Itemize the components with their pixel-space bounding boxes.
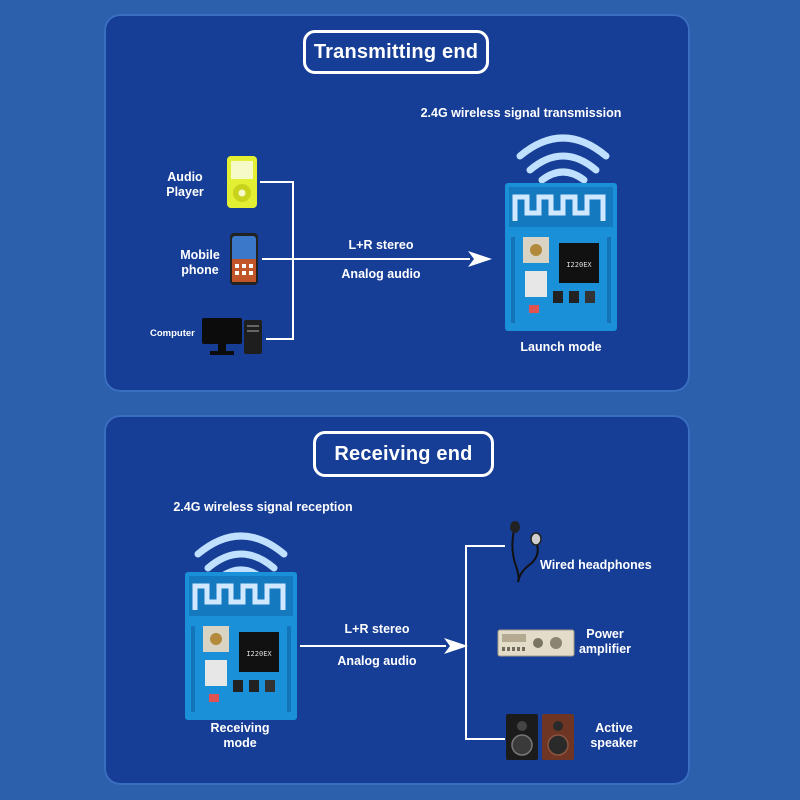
- arrow-label-stereo: L+R stereo: [344, 622, 410, 636]
- connector-line: [465, 545, 467, 739]
- wifi-signal-icon: [516, 134, 610, 184]
- wifi-signal-icon: [194, 532, 288, 582]
- chip-text: I220EX: [566, 261, 592, 269]
- transmitting-title: Transmitting end: [303, 30, 489, 74]
- amplifier-icon: [497, 629, 575, 657]
- arrowhead-icon: [444, 638, 468, 654]
- audio-player-icon: [227, 156, 257, 208]
- computer-icon: [202, 318, 262, 355]
- mobile-phone-icon: [230, 233, 258, 285]
- transmission-signal-label: 2.4G wireless signal transmission: [420, 106, 622, 120]
- signal-arrow: [262, 258, 470, 260]
- connector-line: [266, 338, 294, 340]
- arrow-label-analog: Analog audio: [341, 267, 421, 281]
- connector-line: [465, 545, 505, 547]
- headphones-icon: [510, 521, 542, 583]
- connector-line: [292, 181, 294, 339]
- speaker-icon: [506, 714, 574, 760]
- output-label-headphones: Wired headphones: [540, 558, 652, 572]
- launch-mode-label: Launch mode: [520, 340, 602, 354]
- connector-line: [260, 181, 294, 183]
- chip-text: I220EX: [246, 650, 272, 658]
- arrowhead-icon: [468, 251, 492, 267]
- connector-line: [465, 738, 505, 740]
- signal-arrow: [300, 645, 446, 647]
- receiving-title: Receiving end: [313, 431, 494, 477]
- arrow-label-stereo: L+R stereo: [348, 238, 414, 252]
- transmitter-module: I220EX: [505, 183, 617, 331]
- reception-signal-label: 2.4G wireless signal reception: [173, 500, 353, 514]
- arrow-label-analog: Analog audio: [337, 654, 417, 668]
- receiver-module: I220EX: [185, 572, 297, 720]
- source-label-computer: Computer: [150, 328, 195, 339]
